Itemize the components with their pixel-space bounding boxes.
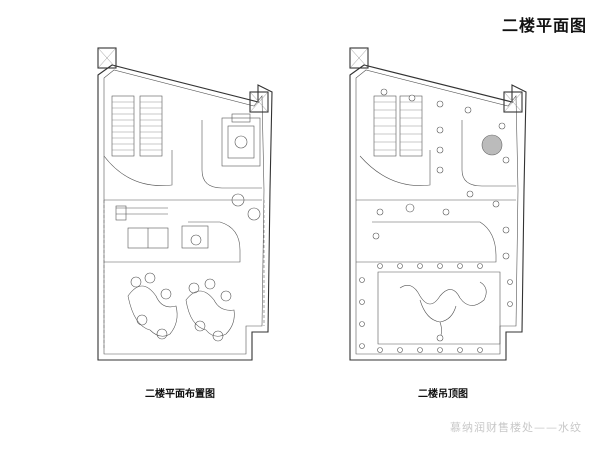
column-top-right-ceiling	[503, 91, 523, 113]
column-top-right	[249, 91, 269, 113]
column-top-left-ceiling	[349, 47, 369, 69]
outer-wall	[97, 64, 273, 361]
negotiation-tables	[127, 272, 235, 342]
column-top-left	[97, 47, 117, 69]
ceiling-plan-caption: 二楼吊顶图	[418, 389, 468, 400]
round-light	[481, 134, 503, 156]
outer-wall-ceiling	[349, 64, 527, 361]
sofa-set	[221, 113, 261, 167]
desk-area	[104, 193, 261, 263]
furniture-layout-plan	[97, 47, 273, 361]
drawing-title: 二楼平面图	[502, 16, 588, 35]
ceiling-lights	[359, 88, 513, 353]
staircase-ceiling	[359, 95, 431, 186]
project-footer: 慕纳润财售楼处——水纹	[450, 421, 582, 434]
wave-ceiling-motif	[399, 281, 487, 341]
ceiling-plan	[349, 47, 527, 361]
staircase	[103, 95, 173, 186]
layout-plan-caption: 二楼平面布置图	[145, 389, 215, 400]
